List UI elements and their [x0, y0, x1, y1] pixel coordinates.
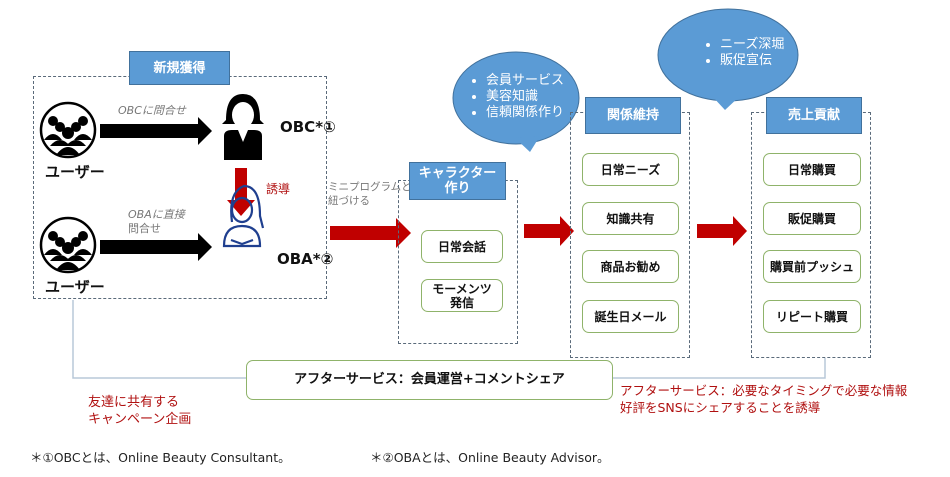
character-item: モーメンツ発信 — [421, 279, 503, 312]
item-line: 発信 — [449, 295, 474, 310]
inquiry-oba-line: 問合せ — [128, 222, 161, 235]
advisor-icon — [222, 184, 265, 248]
link-label-line: ミニプログラムと — [328, 181, 412, 193]
bubble-item: 美容知識 — [486, 89, 564, 105]
inquiry-oba-line: OBAに直接 — [128, 208, 185, 221]
arrow-right-icon — [100, 233, 212, 261]
note-line: キャンペーン企画 — [88, 412, 192, 427]
speech-bubble — [452, 51, 580, 152]
character-item: 日常会話 — [421, 230, 503, 263]
sales-header: 売上貢献 — [766, 97, 862, 134]
item-line: モーメンツ — [432, 281, 492, 296]
speech-bubble — [657, 8, 799, 110]
header-line: 作り — [444, 181, 471, 196]
character-header: キャラクター作り — [409, 162, 506, 200]
users-icon — [39, 216, 97, 274]
bubble-text: ニーズ深堀 販促宣伝 — [694, 37, 784, 69]
acquisition-header: 新規獲得 — [129, 51, 230, 85]
relationship-item: 知識共有 — [582, 202, 679, 235]
arrow-right-icon — [330, 218, 411, 248]
note-line: 友達に共有する — [88, 395, 180, 410]
obc-label: OBC*① — [280, 118, 336, 136]
user-label: ユーザー — [45, 278, 105, 296]
bubble-item: ニーズ深堀 — [720, 37, 784, 53]
link-label-line: 紐づける — [328, 195, 370, 207]
relationship-item: 誕生日メール — [582, 300, 679, 333]
consultant-icon — [222, 94, 264, 160]
sales-item: 日常購買 — [763, 153, 861, 186]
link-label: ミニプログラムと紐づける — [328, 180, 412, 208]
bubble-text: 会員サービス 美容知識 信頼関係作り — [470, 73, 564, 121]
header-line: キャラクター — [418, 166, 497, 181]
connector-line — [72, 300, 246, 379]
after-service-box: アフターサービス：会員運営+コメントシェア — [246, 360, 613, 400]
relationship-item: 商品お勧め — [582, 250, 679, 283]
note-right: アフターサービス：必要なタイミングで必要な情報好評をSNSにシェアすることを誘導 — [620, 382, 907, 416]
note-line: アフターサービス：必要なタイミングで必要な情報 — [620, 383, 908, 398]
connector-line — [613, 358, 826, 379]
oba-label: OBA*② — [277, 250, 334, 268]
arrow-right-icon — [100, 117, 212, 145]
inquiry-oba-label: OBAに直接問合せ — [128, 208, 185, 236]
arrow-right-icon — [524, 216, 574, 246]
sales-item: 販促購買 — [763, 202, 861, 235]
users-icon — [39, 101, 97, 159]
note-line: 好評をSNSにシェアすることを誘導 — [620, 400, 821, 415]
bubble-item: 信頼関係作り — [486, 105, 564, 121]
note-left: 友達に共有するキャンペーン企画 — [88, 394, 191, 428]
relationship-item: 日常ニーズ — [582, 153, 679, 186]
arrow-right-icon — [697, 216, 747, 246]
relationship-header: 関係維持 — [585, 97, 681, 134]
footnote: ＊②OBAとは、Online Beauty Advisor。 — [370, 450, 610, 465]
bubble-item: 販促宣伝 — [720, 53, 784, 69]
sales-item: 購買前プッシュ — [763, 250, 861, 283]
footnote: ＊①OBCとは、Online Beauty Consultant。 — [30, 450, 291, 465]
user-label: ユーザー — [45, 163, 105, 181]
sales-item: リピート購買 — [763, 300, 861, 333]
bubble-item: 会員サービス — [486, 73, 564, 89]
guide-label: 誘導 — [266, 182, 291, 196]
inquiry-obc-label: OBCに問合せ — [118, 104, 186, 117]
